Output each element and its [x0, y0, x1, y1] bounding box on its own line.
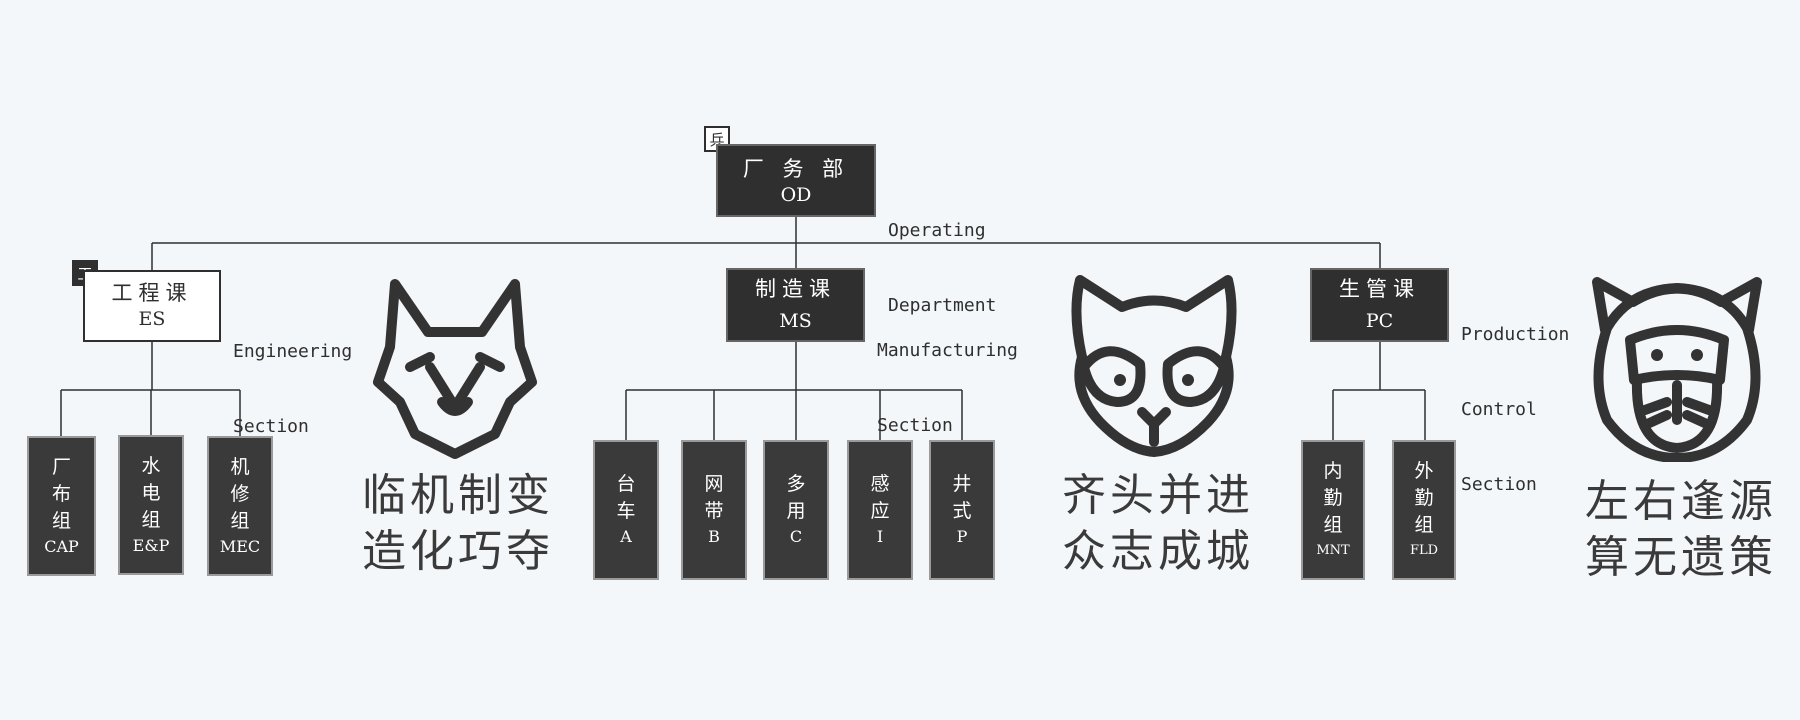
leaf-ep[interactable]: 水 电 组 E&P	[118, 435, 184, 575]
leaf-fld[interactable]: 外 勤 组 FLD	[1392, 440, 1456, 580]
leaf-char: 厂	[51, 455, 71, 478]
desc-line: Section	[1461, 474, 1537, 495]
slogan-line: 造化巧夺	[362, 526, 554, 577]
slogan-line: 齐头并进	[1062, 470, 1254, 521]
section-title-zh: 工程课	[111, 281, 193, 305]
desc-line: Manufacturing	[877, 340, 1018, 361]
leaf-char: 车	[616, 500, 636, 522]
leaf-char: 井	[952, 473, 972, 495]
root-title-zh: 厂 务 部	[742, 157, 850, 181]
leaf-code: FLD	[1409, 542, 1439, 558]
desc-line: Control	[1461, 399, 1537, 420]
section-node-engineering[interactable]: 工程课 ES	[83, 270, 221, 342]
leaf-char: 组	[1414, 513, 1434, 536]
leaf-b[interactable]: 网 带 B	[681, 440, 747, 580]
leaf-char: 应	[870, 500, 890, 522]
desc-line: Department	[888, 295, 997, 316]
section-node-manufacturing[interactable]: 制造课 MS	[726, 268, 865, 342]
raccoon-icon	[1071, 275, 1237, 457]
root-description: Operating Department	[888, 168, 996, 343]
leaf-char: 台	[616, 473, 636, 495]
leaf-char: 机	[230, 455, 250, 478]
desc-line: Section	[233, 416, 309, 437]
leaf-code: B	[708, 527, 720, 546]
leaf-code: MNT	[1316, 542, 1350, 558]
desc-line: Production	[1461, 324, 1570, 345]
leaf-i[interactable]: 感 应 I	[847, 440, 913, 580]
leaf-char: 式	[952, 500, 972, 522]
leaf-cap[interactable]: 厂 布 组 CAP	[27, 436, 96, 576]
slogan-line: 算无遗策	[1585, 532, 1777, 583]
leaf-char: 外	[1414, 459, 1434, 482]
leaf-char: 带	[704, 500, 724, 522]
slogan-line: 众志成城	[1062, 526, 1254, 577]
section-node-production-control[interactable]: 生管课 PC	[1310, 268, 1449, 342]
section-title-en: MS	[779, 310, 812, 332]
leaf-char: 勤	[1414, 486, 1434, 509]
section-title-zh: 生管课	[1339, 277, 1420, 301]
leaf-code: CAP	[44, 536, 79, 556]
leaf-char: 组	[230, 509, 250, 532]
slogan-line: 左右逢源	[1585, 476, 1777, 527]
root-node-operating-department[interactable]: 厂 务 部 OD	[716, 144, 876, 217]
desc-line: Engineering	[233, 341, 353, 362]
section-title-zh: 制造课	[755, 277, 836, 301]
leaf-a[interactable]: 台 车 A	[593, 440, 659, 580]
leaf-mnt[interactable]: 内 勤 组 MNT	[1301, 440, 1365, 580]
ms-description: Manufacturing Section	[877, 288, 1018, 463]
leaf-code: MEC	[219, 536, 261, 556]
leaf-code: P	[956, 527, 968, 546]
leaf-char: 组	[1323, 513, 1343, 536]
monkey-icon	[1592, 277, 1762, 462]
leaf-char: 布	[51, 482, 71, 505]
pc-description: Production Control Section	[1461, 272, 1569, 522]
section-title-en: ES	[138, 308, 166, 330]
leaf-char: 内	[1323, 459, 1343, 482]
leaf-char: 感	[870, 473, 890, 495]
leaf-char: 修	[230, 482, 250, 505]
ms-slogan: 齐头并进 众志成城	[1062, 468, 1254, 580]
es-description: Engineering Section	[233, 289, 352, 464]
leaf-char: 网	[704, 473, 724, 495]
leaf-char: 多	[786, 473, 806, 495]
leaf-mec[interactable]: 机 修 组 MEC	[207, 436, 273, 576]
pc-slogan: 左右逢源 算无遗策	[1585, 474, 1777, 586]
leaf-char: 组	[51, 509, 71, 532]
leaf-char: 电	[141, 481, 161, 504]
leaf-char: 组	[141, 508, 161, 531]
lynx-icon	[373, 279, 537, 459]
leaf-c[interactable]: 多 用 C	[763, 440, 829, 580]
desc-line: Section	[877, 415, 953, 436]
leaf-code: E&P	[132, 535, 170, 555]
es-slogan: 临机制变 造化巧夺	[362, 468, 554, 580]
leaf-code: C	[789, 527, 803, 546]
desc-line: Operating	[888, 220, 986, 241]
leaf-p[interactable]: 井 式 P	[929, 440, 995, 580]
leaf-char: 水	[141, 454, 161, 477]
root-title-en: OD	[780, 184, 812, 206]
leaf-code: A	[620, 527, 632, 546]
leaf-char: 勤	[1323, 486, 1343, 509]
leaf-code: I	[876, 527, 884, 546]
section-title-en: PC	[1365, 310, 1394, 332]
slogan-line: 临机制变	[362, 470, 554, 521]
leaf-char: 用	[786, 500, 806, 522]
